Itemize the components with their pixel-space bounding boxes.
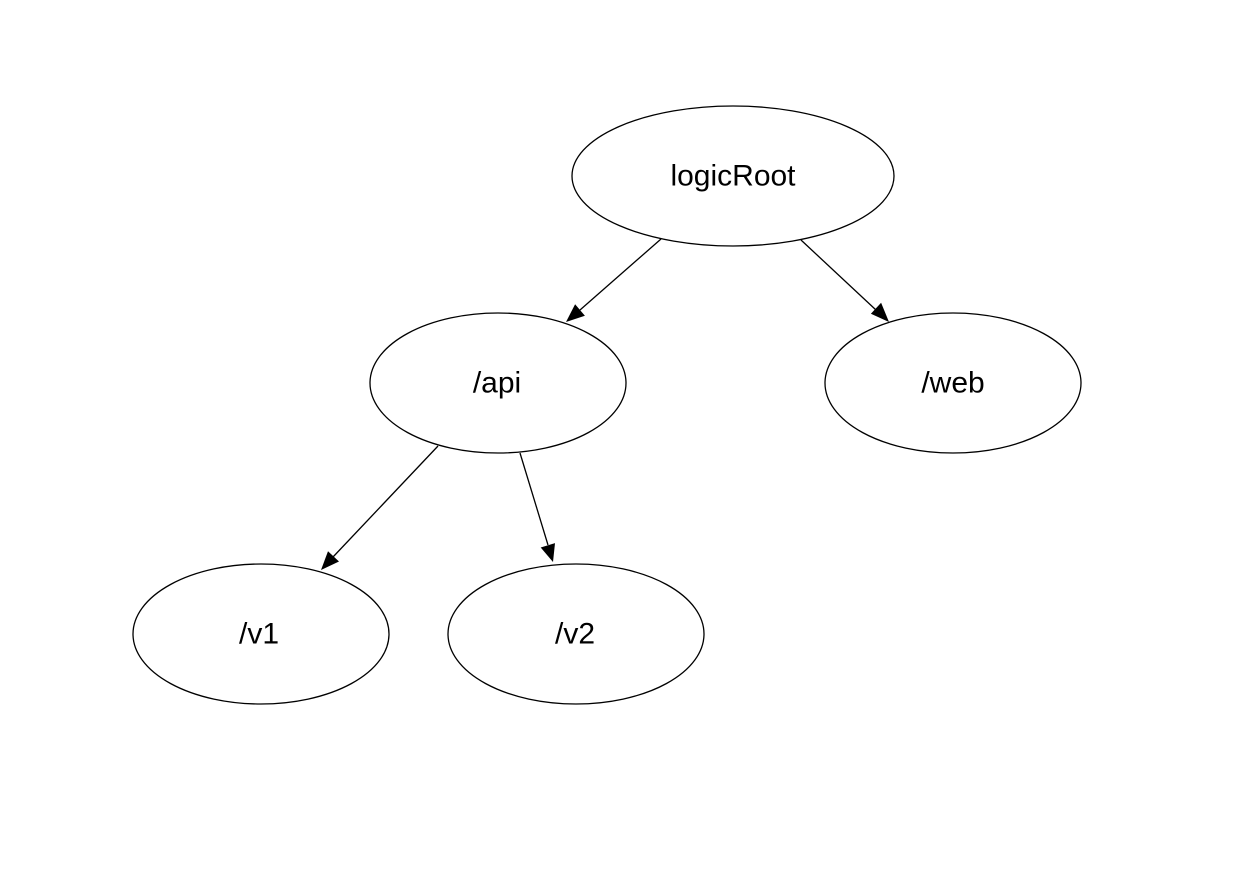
node-web[interactable]: /web (824, 312, 1082, 454)
node-v1[interactable]: /v1 (132, 563, 390, 705)
edge-root-to-web (800, 239, 889, 322)
edge-api-to-v2 (519, 452, 555, 562)
node-logic-root[interactable]: logicRoot (571, 105, 895, 247)
arrowhead-icon (321, 551, 339, 570)
arrowhead-icon (870, 302, 889, 322)
node-v2[interactable]: /v2 (447, 563, 705, 705)
node-label: /web (921, 367, 984, 400)
node-label: /api (473, 367, 521, 400)
edge-root-to-api (566, 238, 662, 322)
node-label: /v1 (239, 618, 279, 651)
edge-api-to-v1 (321, 445, 439, 570)
node-label: /v2 (555, 618, 595, 651)
node-api[interactable]: /api (369, 312, 627, 454)
arrowhead-icon (566, 304, 585, 322)
arrowhead-icon (540, 543, 555, 562)
node-label: logicRoot (670, 160, 796, 193)
